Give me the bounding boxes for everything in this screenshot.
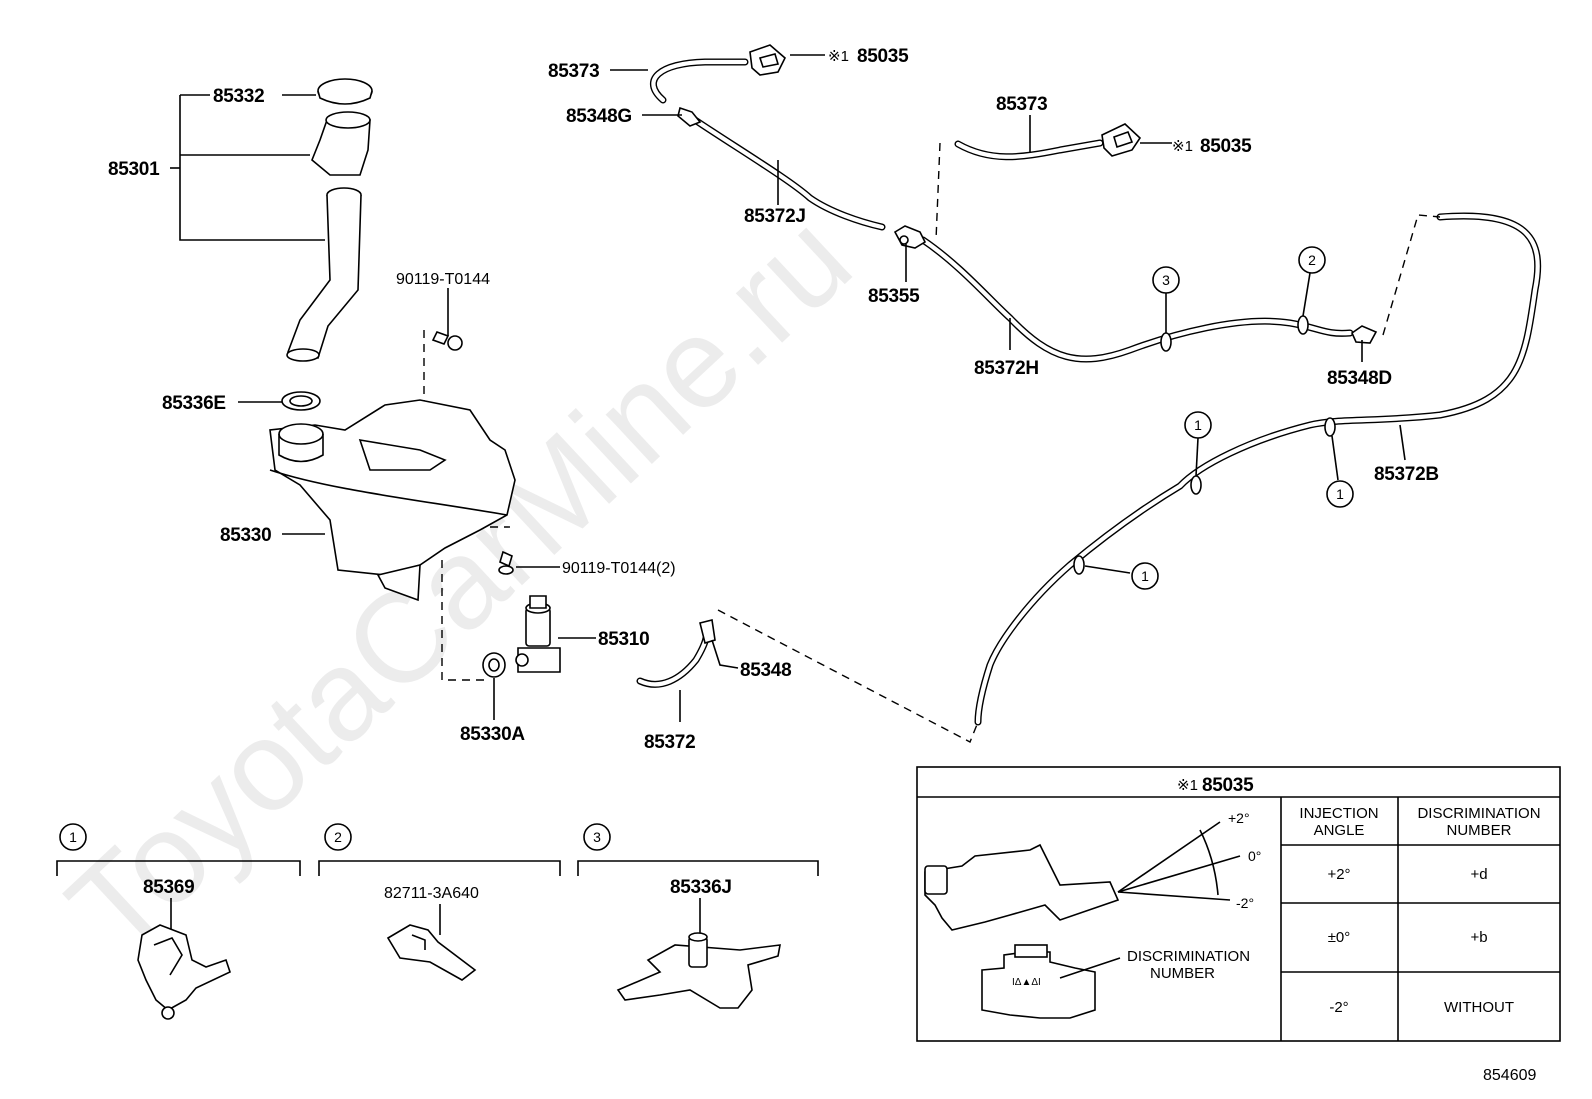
row-2-angle: ±0° bbox=[1328, 929, 1351, 946]
detail-3: 3 85336J bbox=[577, 823, 819, 1009]
detail-2-part: 82711-3A640 bbox=[384, 885, 479, 902]
angle-plus: +2° bbox=[1228, 810, 1250, 826]
angle-zero: 0° bbox=[1248, 848, 1261, 864]
hose-85372-short bbox=[636, 634, 710, 688]
callout-1-main-b: 1 bbox=[1326, 480, 1354, 508]
inset-85035: ※1 85035 INJECTION ANGLE DISCRIMINATION … bbox=[916, 766, 1561, 1042]
discrimination-label-2: NUMBER bbox=[1150, 965, 1215, 982]
label-85373-right: 85373 bbox=[996, 94, 1047, 115]
svg-text:2: 2 bbox=[1308, 252, 1316, 268]
label-85373-top: 85373 bbox=[548, 61, 599, 82]
label-85348d: 85348D bbox=[1327, 368, 1392, 389]
row-2-disc: +b bbox=[1470, 929, 1487, 946]
label-85372j: 85372J bbox=[744, 206, 806, 227]
label-85336e: 85336E bbox=[162, 393, 226, 414]
label-85348: 85348 bbox=[740, 660, 791, 681]
leader-lines bbox=[170, 54, 1406, 722]
joint-85348 bbox=[699, 619, 716, 645]
note-mark-a: ※1 bbox=[828, 48, 849, 65]
label-85355: 85355 bbox=[868, 286, 920, 307]
cap-85332 bbox=[317, 78, 373, 105]
inlet-85301 bbox=[311, 111, 371, 176]
grommet-85330a bbox=[482, 652, 506, 678]
label-85301: 85301 bbox=[108, 159, 160, 180]
hose-85373-top bbox=[649, 58, 749, 104]
callout-2-main: 2 bbox=[1298, 246, 1326, 274]
nozzle-85035-right bbox=[1101, 123, 1142, 157]
angle-minus: -2° bbox=[1236, 895, 1254, 911]
hose-85372b bbox=[974, 212, 1542, 726]
label-90119-t0144-2: 90119-T0144(2) bbox=[562, 560, 676, 577]
inset-note: ※1 bbox=[1177, 777, 1198, 794]
figure-number: 854609 bbox=[1483, 1067, 1536, 1084]
nozzle-85035-top bbox=[749, 44, 786, 76]
svg-text:1: 1 bbox=[1336, 486, 1344, 502]
detail-2: 2 82711-3A640 bbox=[318, 823, 561, 981]
row-1-angle: +2° bbox=[1327, 866, 1350, 883]
label-85330: 85330 bbox=[220, 525, 271, 546]
svg-text:1: 1 bbox=[1141, 568, 1149, 584]
detail-2-number: 2 bbox=[334, 829, 342, 845]
label-85332: 85332 bbox=[213, 86, 264, 107]
label-85348g: 85348G bbox=[566, 106, 632, 127]
detail-1-number: 1 bbox=[69, 829, 77, 845]
label-85310: 85310 bbox=[598, 629, 649, 650]
detail-3-part: 85336J bbox=[670, 877, 732, 898]
label-90119-t0144: 90119-T0144 bbox=[396, 271, 490, 288]
header-disc-2: NUMBER bbox=[1446, 822, 1511, 839]
label-85372h: 85372H bbox=[974, 358, 1039, 379]
label-85035-right: 85035 bbox=[1200, 136, 1252, 157]
detail-3-number: 3 bbox=[593, 829, 601, 845]
bolt-90119-bottom bbox=[498, 550, 514, 575]
route-dash-5 bbox=[441, 560, 490, 681]
joint-85348g bbox=[677, 106, 702, 127]
row-3-angle: -2° bbox=[1329, 999, 1348, 1016]
row-3-disc: WITHOUT bbox=[1444, 999, 1514, 1016]
route-dash-3 bbox=[717, 609, 979, 743]
hose-85373-right bbox=[954, 139, 1104, 161]
joint-85348d bbox=[1351, 325, 1378, 344]
label-85372b: 85372B bbox=[1374, 464, 1439, 485]
label-85330a: 85330A bbox=[460, 724, 525, 745]
callout-3-main: 3 bbox=[1152, 266, 1180, 294]
hose-85372j bbox=[691, 116, 886, 231]
discrimination-drawing: ΙΔ▲ΔΙ DISCRIMINATION NUMBER bbox=[981, 944, 1250, 1019]
pipe-85301 bbox=[286, 187, 362, 362]
detail-1-part: 85369 bbox=[143, 877, 194, 898]
discrimination-label-1: DISCRIMINATION bbox=[1127, 948, 1250, 965]
route-dash-2 bbox=[1382, 214, 1441, 336]
label-85372: 85372 bbox=[644, 732, 695, 753]
header-injection-2: ANGLE bbox=[1314, 822, 1365, 839]
callout-1-main-c: 1 bbox=[1131, 562, 1159, 590]
note-mark-b: ※1 bbox=[1172, 138, 1193, 155]
header-disc-1: DISCRIMINATION bbox=[1417, 805, 1540, 822]
row-1-disc: +d bbox=[1470, 866, 1487, 883]
joint-85355 bbox=[893, 225, 927, 249]
detail-1: 1 85369 bbox=[56, 823, 301, 1020]
label-85035-top: 85035 bbox=[857, 46, 909, 67]
nozzle-angle-drawing: +2° 0° -2° bbox=[924, 810, 1261, 931]
svg-text:3: 3 bbox=[1162, 272, 1170, 288]
header-injection-1: INJECTION bbox=[1299, 805, 1378, 822]
pump-85310 bbox=[515, 595, 561, 673]
route-dash-1 bbox=[935, 142, 941, 241]
seal-85336e bbox=[281, 391, 321, 411]
hose-85372h bbox=[919, 236, 1354, 363]
svg-text:ΙΔ▲ΔΙ: ΙΔ▲ΔΙ bbox=[1012, 977, 1041, 988]
inset-title: 85035 bbox=[1202, 775, 1254, 796]
callout-1-main-a: 1 bbox=[1184, 411, 1212, 439]
hose-clamps bbox=[1073, 315, 1336, 575]
tank-85330 bbox=[269, 399, 516, 602]
svg-text:1: 1 bbox=[1194, 417, 1202, 433]
bolt-90119-top bbox=[431, 331, 463, 351]
